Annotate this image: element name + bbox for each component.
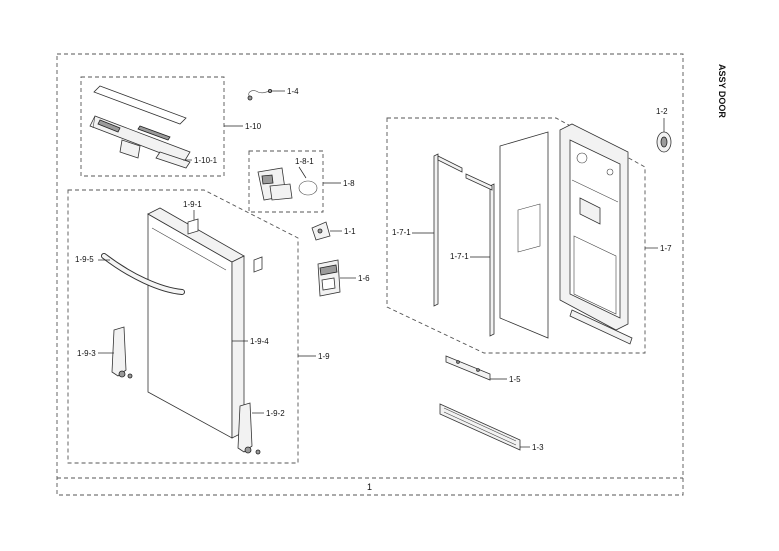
group-outline-1-10 <box>80 76 225 177</box>
switch-block-part <box>317 259 341 297</box>
side-trim-part-left <box>433 153 463 307</box>
diagram-title: ASSY DOOR <box>717 64 727 118</box>
label-1-5: 1-5 <box>509 375 521 384</box>
lower-seal-strip-part <box>569 309 633 345</box>
label-1-4: 1-4 <box>287 87 299 96</box>
handle-cap-part-top <box>187 218 199 235</box>
inner-door-liner-part <box>559 123 629 331</box>
bottom-strip-part <box>445 355 491 381</box>
label-1-10: 1-10 <box>245 122 262 131</box>
assembly-outline <box>56 53 684 496</box>
label-1-9-1: 1-9-1 <box>183 200 202 209</box>
latch-ring-part <box>298 180 318 196</box>
outer-door-panel-part <box>147 207 245 439</box>
control-panel-part <box>89 85 191 169</box>
label-1-7-1-right: 1-7-1 <box>450 252 469 261</box>
label-1-9-2: 1-9-2 <box>266 409 285 418</box>
side-trim-part-right <box>465 173 495 337</box>
label-1-9-5: 1-9-5 <box>75 255 94 264</box>
label-assembly-1: 1 <box>367 482 372 492</box>
label-1-7: 1-7 <box>660 244 672 253</box>
insulation-panel-part <box>499 131 549 339</box>
label-1-3: 1-3 <box>532 443 544 452</box>
label-1-1: 1-1 <box>344 227 356 236</box>
wire-harness-part <box>247 89 272 101</box>
label-1-8: 1-8 <box>343 179 355 188</box>
group-outline-1-7 <box>386 117 646 354</box>
label-1-7-1-left: 1-7-1 <box>392 228 411 237</box>
handle-cap-part-side <box>253 256 263 273</box>
group-outline-1-8 <box>248 150 324 213</box>
group-outline-1-9 <box>67 189 299 464</box>
vent-cap-part <box>656 131 672 153</box>
label-1-9-4: 1-9-4 <box>250 337 269 346</box>
door-latch-part <box>257 167 293 201</box>
hinge-part <box>311 221 331 241</box>
label-1-9-3: 1-9-3 <box>77 349 96 358</box>
bracket-part-right <box>237 402 261 455</box>
label-1-2: 1-2 <box>656 107 668 116</box>
label-1-9: 1-9 <box>318 352 330 361</box>
label-1-8-1: 1-8-1 <box>295 157 314 166</box>
bottom-gasket-part <box>439 403 521 451</box>
label-1-6: 1-6 <box>358 274 370 283</box>
bracket-part-left <box>111 326 133 379</box>
label-1-10-1: 1-10-1 <box>194 156 218 165</box>
door-handle-part <box>101 253 185 295</box>
